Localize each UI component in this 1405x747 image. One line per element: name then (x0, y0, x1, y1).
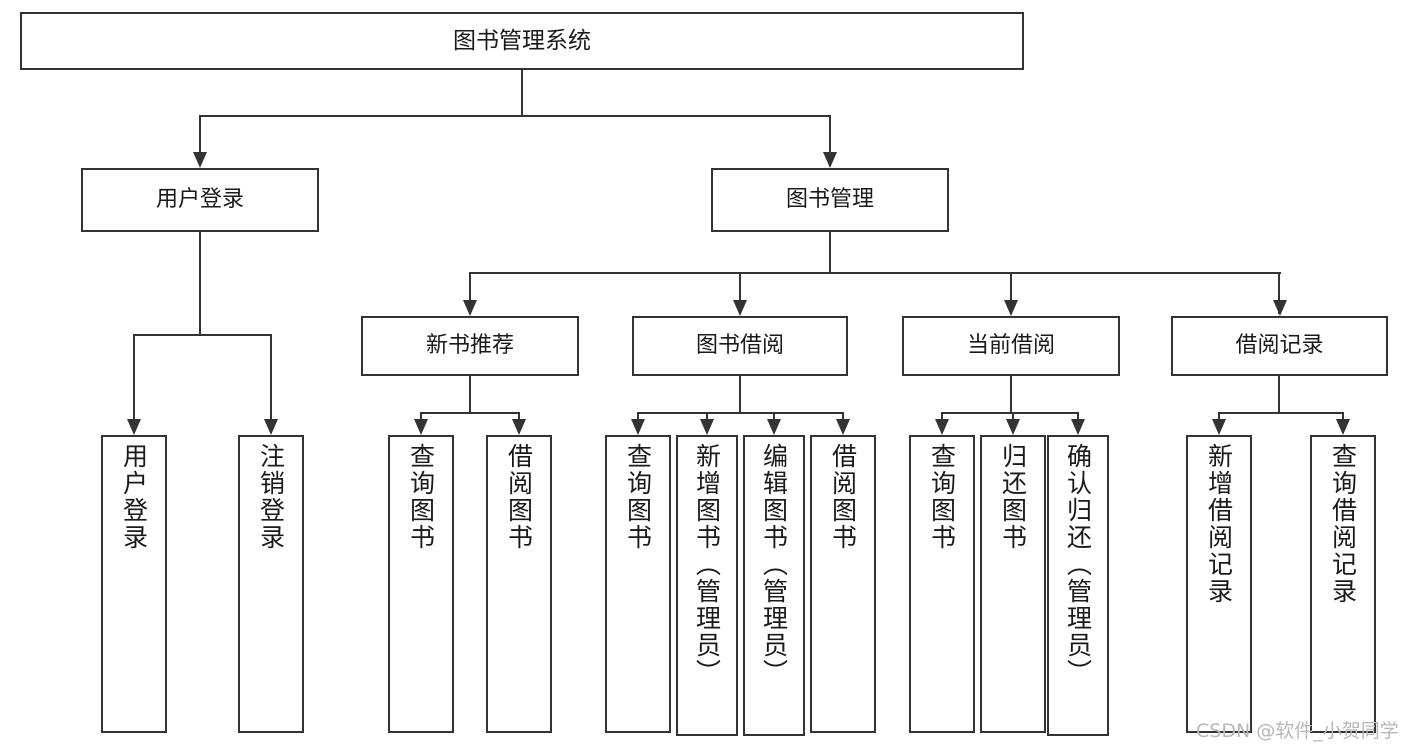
node-leaf-logout[interactable]: 注销登录 (238, 435, 304, 733)
connector-bus (636, 412, 845, 414)
connector-stem (828, 232, 831, 272)
connector-drop (132, 334, 135, 433)
node-label: 查询借阅记录 (1328, 443, 1358, 605)
node-current-borrow[interactable]: 当前借阅 (902, 316, 1120, 376)
node-leaf-borrow-book[interactable]: 借阅图书 (810, 435, 876, 733)
connector-arrowhead (1336, 419, 1350, 435)
node-label: 借阅记录 (1235, 333, 1324, 359)
connector-arrowhead (1272, 300, 1287, 316)
node-leaf-query-borrow-record[interactable]: 查询借阅记录 (1310, 435, 1376, 733)
node-leaf-add-book-admin[interactable]: 新增图书（管理员） (676, 435, 738, 736)
connector-bus (940, 412, 1080, 414)
connector-arrowhead (127, 419, 141, 435)
connector-arrowhead (631, 419, 645, 435)
node-label: 新书推荐 (425, 333, 514, 359)
node-book-management[interactable]: 图书管理 (711, 168, 949, 232)
node-user-login[interactable]: 用户登录 (81, 168, 319, 232)
node-label: 用户登录 (119, 443, 149, 551)
node-leaf-user-login[interactable]: 用户登录 (101, 435, 167, 733)
connector-arrowhead (733, 300, 747, 316)
connector-arrowhead (1006, 419, 1020, 435)
node-label: 图书管理系统 (453, 27, 591, 54)
node-label: 注销登录 (256, 443, 286, 551)
node-leaf-borrow-book-rec[interactable]: 借阅图书 (486, 435, 552, 733)
connector-stem (738, 376, 741, 412)
connector-arrowhead (700, 419, 714, 435)
node-leaf-query-book-borrow[interactable]: 查询图书 (605, 435, 671, 733)
connector-drop (198, 115, 201, 166)
node-borrow-record[interactable]: 借阅记录 (1171, 316, 1388, 376)
connector-bus (468, 272, 1281, 274)
connector-arrowhead (1212, 419, 1226, 435)
connector-drop (1278, 272, 1281, 314)
node-label: 编辑图书（管理员） (759, 443, 789, 686)
connector-arrowhead (463, 300, 477, 316)
connector-arrowhead (935, 419, 949, 435)
connector-arrowhead (1071, 419, 1085, 435)
connector-stem (1009, 376, 1012, 412)
connector-arrowhead (264, 419, 278, 435)
connector-drop (269, 334, 272, 433)
node-label: 借阅图书 (828, 443, 858, 551)
connector-arrowhead (1004, 300, 1018, 316)
node-label: 借阅图书 (504, 443, 534, 551)
connector-arrowhead (512, 419, 526, 435)
connector-stem (1278, 376, 1281, 412)
node-label: 图书管理 (785, 187, 874, 213)
node-leaf-confirm-return-admin[interactable]: 确认归还（管理员） (1047, 435, 1109, 736)
connector-root-bus (198, 115, 832, 117)
connector-stem (468, 376, 471, 412)
node-label: 用户登录 (155, 187, 244, 213)
node-leaf-return-book[interactable]: 归还图书 (980, 435, 1046, 733)
connector-drop (828, 115, 831, 166)
node-label: 确认归还（管理员） (1063, 443, 1093, 686)
node-label: 新增借阅记录 (1204, 443, 1234, 605)
connector-arrowhead (836, 419, 850, 435)
connector-arrowhead (414, 419, 428, 435)
node-new-book-recommend[interactable]: 新书推荐 (361, 316, 579, 376)
node-label: 新增图书（管理员） (692, 443, 722, 686)
node-label: 当前借阅 (966, 333, 1055, 359)
node-label: 图书借阅 (695, 333, 784, 359)
node-root-system[interactable]: 图书管理系统 (20, 12, 1024, 70)
connector-drop (468, 272, 471, 314)
connector-bus (419, 412, 521, 414)
connector-drop (738, 272, 741, 314)
connector-root-stem (520, 70, 523, 115)
connector-bus (1217, 412, 1345, 414)
node-leaf-edit-book-admin[interactable]: 编辑图书（管理员） (743, 435, 805, 736)
connector-drop (1009, 272, 1012, 314)
node-label: 归还图书 (998, 443, 1028, 551)
node-leaf-query-book-rec[interactable]: 查询图书 (388, 435, 454, 733)
node-leaf-query-book-current[interactable]: 查询图书 (909, 435, 975, 733)
connector-bus (132, 334, 273, 336)
node-label: 查询图书 (927, 443, 957, 551)
connector-stem (198, 232, 201, 334)
node-label: 查询图书 (623, 443, 653, 551)
node-label: 查询图书 (406, 443, 436, 551)
connector-arrowhead (767, 419, 781, 435)
node-leaf-add-borrow-record[interactable]: 新增借阅记录 (1186, 435, 1252, 733)
connector-arrowhead (823, 152, 837, 168)
connector-arrowhead (193, 152, 207, 168)
node-book-borrow[interactable]: 图书借阅 (632, 316, 848, 376)
